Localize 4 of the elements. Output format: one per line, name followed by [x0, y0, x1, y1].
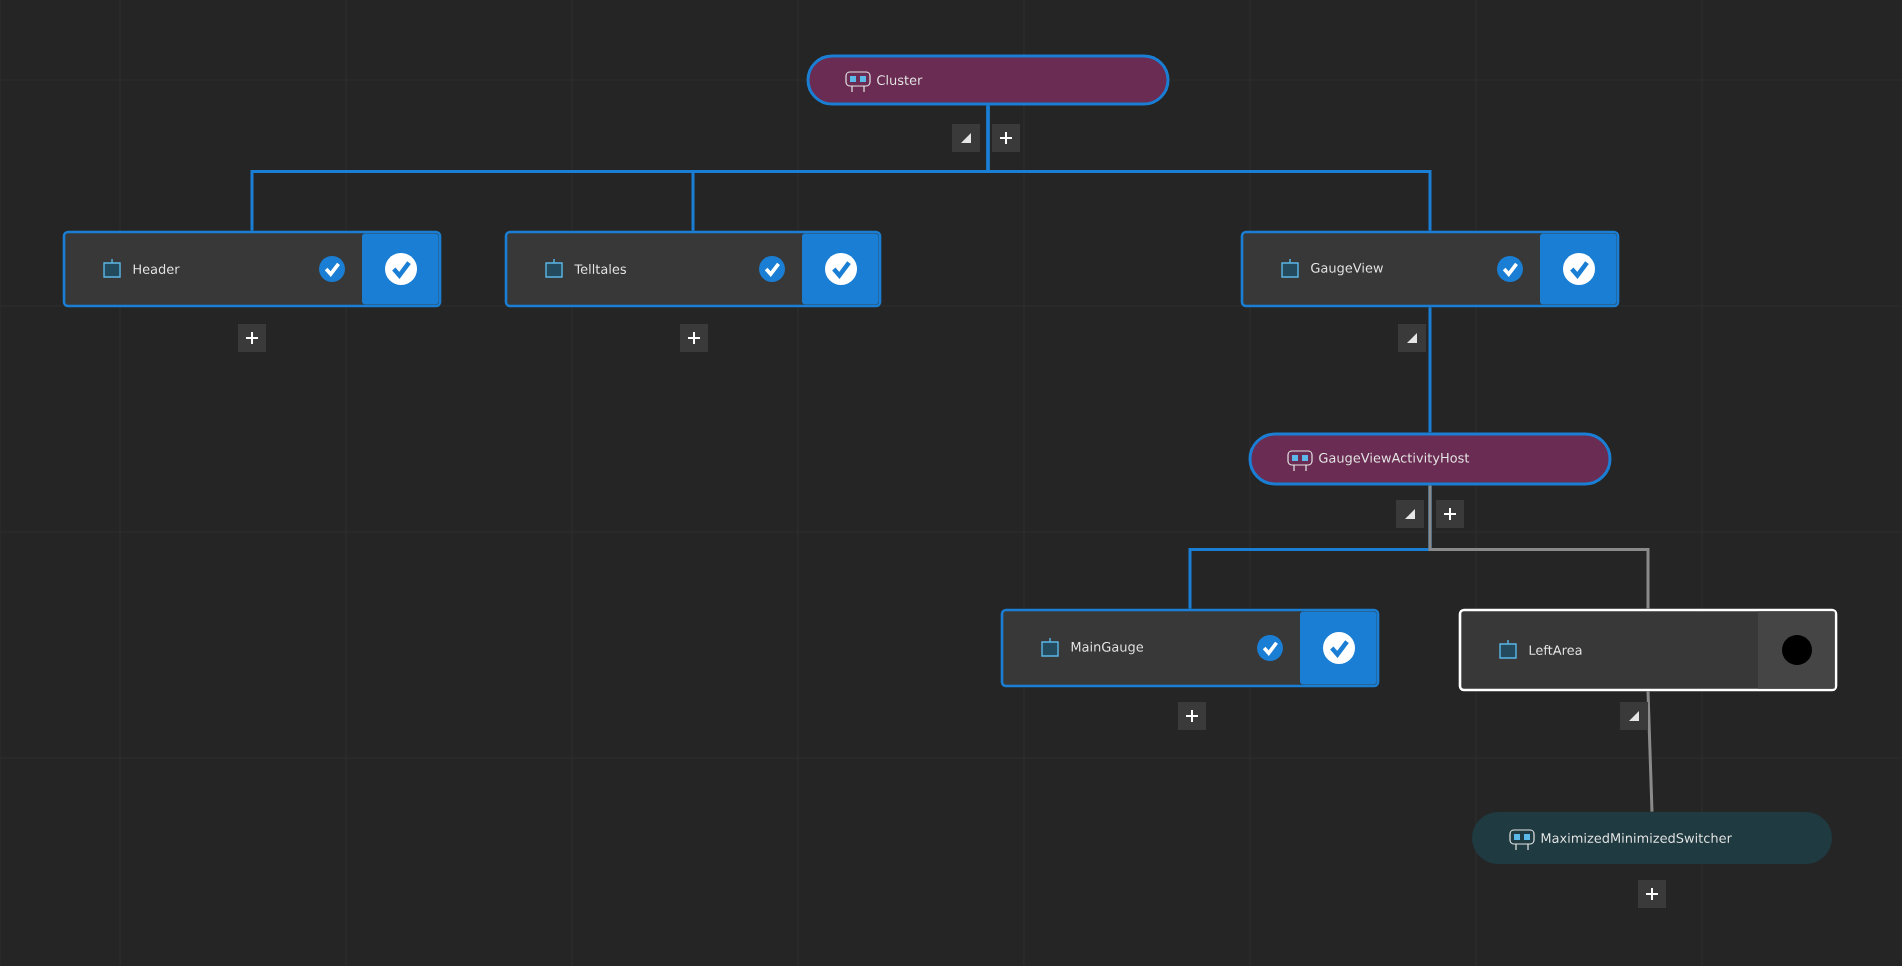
connector-line — [1428, 485, 1650, 609]
connector-line — [1646, 691, 1654, 812]
connector-line — [1428, 307, 1432, 433]
connector-line — [986, 105, 1432, 231]
